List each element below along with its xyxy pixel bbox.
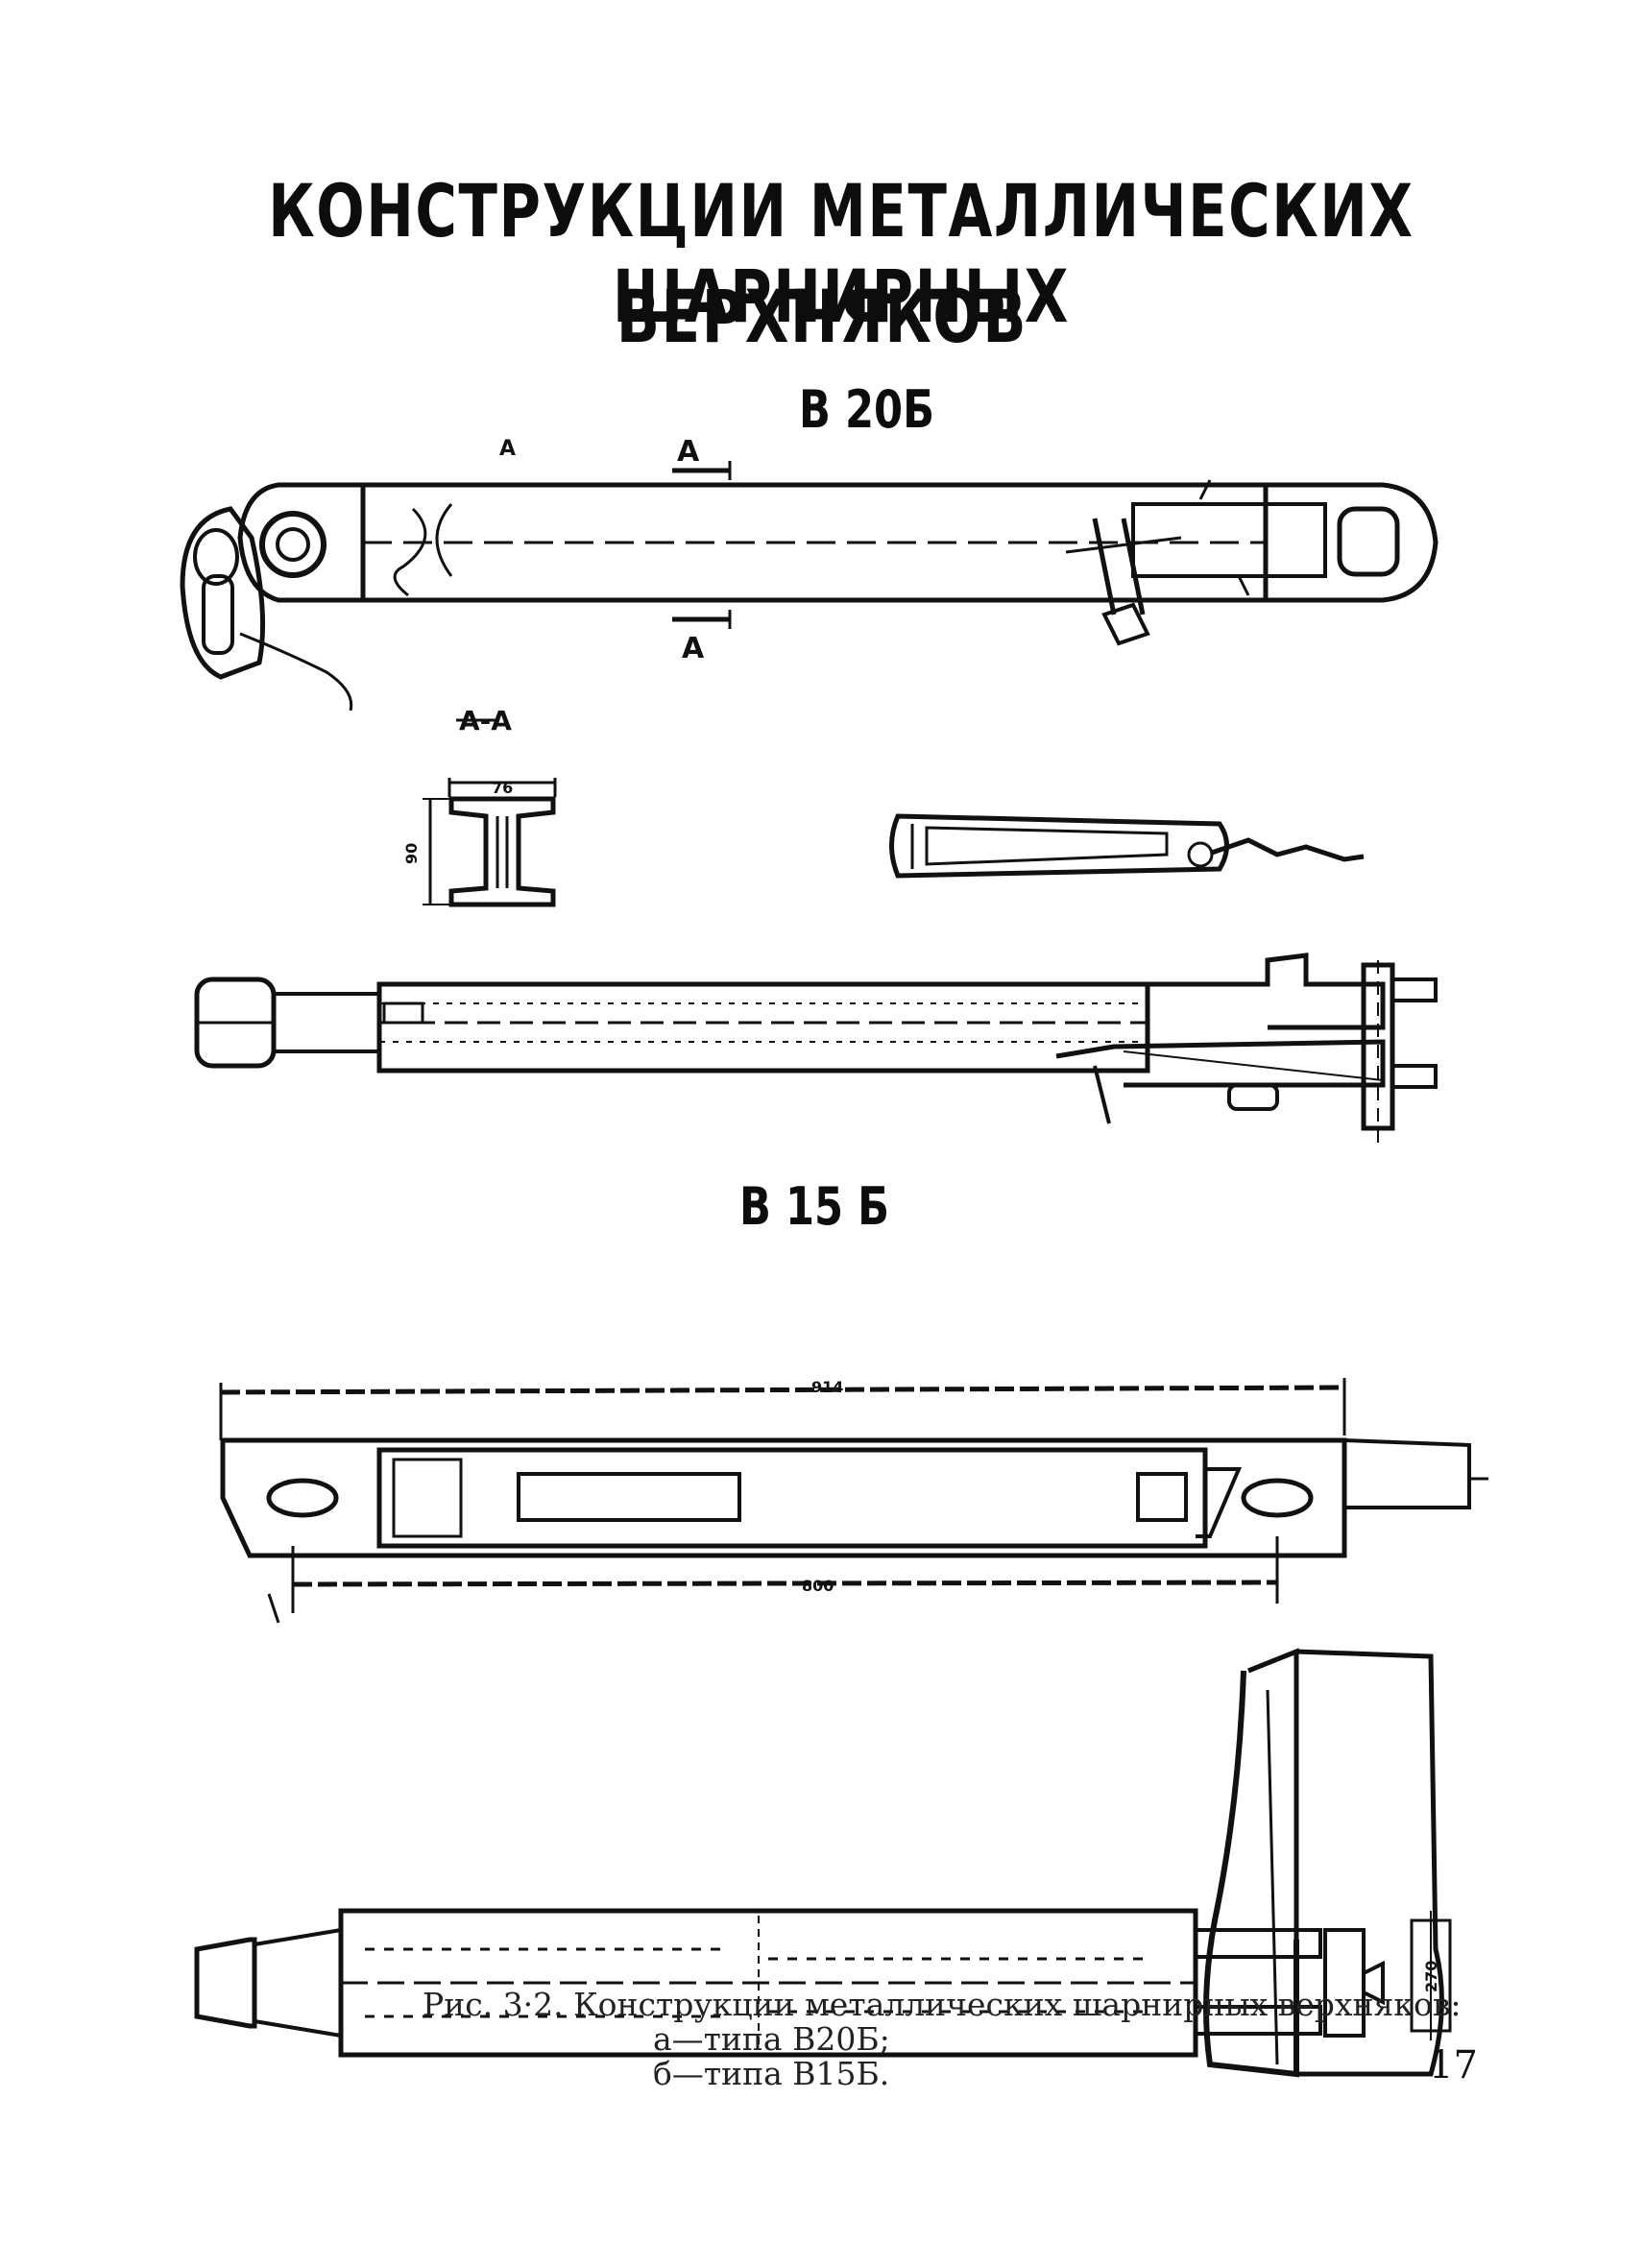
- inner-length-dimension: 800: [802, 1577, 834, 1595]
- figure-caption: Рис. 3·2. Конструкции металлических шарн…: [423, 1988, 1498, 2091]
- b20b-wedge-detail: [889, 813, 1365, 879]
- b15b-top-view: [219, 1378, 1488, 1624]
- page-title-line-2: ВЕРХНЯКОВ: [616, 274, 1028, 359]
- type-label-b15b: В 15 Б: [739, 1176, 890, 1237]
- section-height-dimension: 90: [402, 843, 421, 864]
- b20b-side-view: [194, 953, 1438, 1143]
- type-label-b20b: В 20Б: [799, 379, 935, 440]
- page-number: 17: [1429, 2043, 1478, 2087]
- section-mark-top-letter: А: [677, 435, 700, 469]
- b20b-cross-section: [423, 718, 557, 907]
- page-title-line-1: КОНСТРУКЦИИ МЕТАЛЛИЧЕСКИХ ШАРНИРНЫХ: [268, 168, 1414, 339]
- section-mark-top: А: [499, 437, 516, 461]
- overall-length-dimension: 914: [811, 1378, 843, 1396]
- end-height-dimension: 270: [1422, 1961, 1440, 1992]
- b15b-side-view: [194, 1648, 1452, 2078]
- caption-line-1: Рис. 3·2. Конструкции металлических шарн…: [423, 1986, 1462, 2023]
- section-title: А-А: [459, 705, 512, 736]
- b20b-top-view: [180, 461, 1438, 712]
- caption-line-3: б—типа В15Б.: [653, 2055, 890, 2092]
- caption-line-2: а—типа В20Б;: [653, 2020, 890, 2058]
- section-mark-bottom-letter: А: [682, 632, 705, 665]
- section-width-dimension: 76: [492, 779, 513, 797]
